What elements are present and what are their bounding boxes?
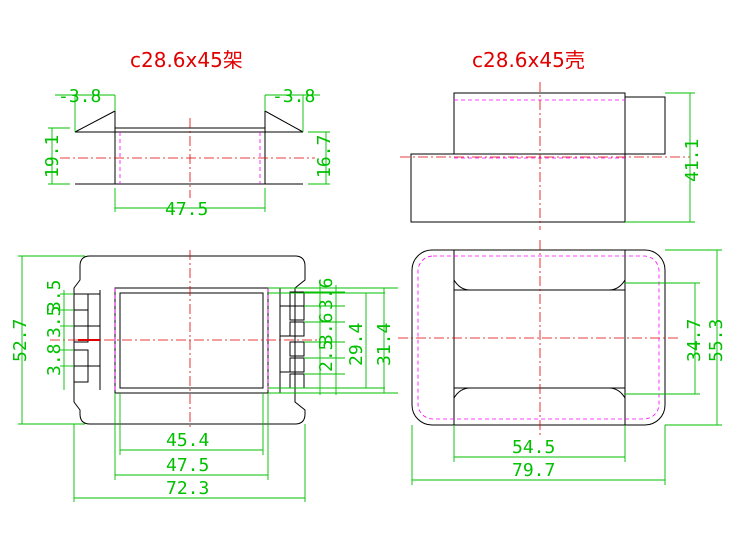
bobbin-side-width-label: 47.5 bbox=[165, 199, 208, 220]
bobbin-top-frame-width-label: 47.5 bbox=[166, 455, 209, 476]
bobbin-top-pin-pitch-c-label: 3.8 bbox=[44, 343, 65, 376]
shell-top-width-inner-label: 54.5 bbox=[512, 437, 555, 458]
shell-title: c28.6x45壳 bbox=[472, 48, 585, 72]
bobbin-side-view: -3.8 -3.8 19.1 16.7 47.5 bbox=[42, 86, 335, 220]
shell-top-width-total-label: 79.7 bbox=[512, 460, 555, 481]
shell-top-view: 34.7 55.3 54.5 79.7 bbox=[398, 240, 727, 485]
bobbin-side-flange-left-label: -3.8 bbox=[58, 86, 101, 107]
shell-side-height-label: 41.1 bbox=[682, 139, 703, 182]
bobbin-top-width-total-label: 72.3 bbox=[166, 478, 209, 499]
bobbin-top-pin-pitch-d-label: 3.6 bbox=[316, 277, 337, 310]
bobbin-top-pin-pitch-b-label: 3.5 bbox=[44, 305, 65, 338]
bobbin-top-pin-pitch-e-label: 3.6 bbox=[316, 312, 337, 345]
bobbin-top-view: 52.7 3.5 3.5 3.8 3.6 3.6 2.5 29.4 31.4 4… bbox=[10, 250, 398, 502]
shell-side-view: 41.1 bbox=[400, 82, 703, 230]
shell-top-height-total-label: 55.3 bbox=[706, 319, 727, 362]
shell-top-height-inner-label: 34.7 bbox=[684, 319, 705, 362]
bobbin-side-flange-right-label: -3.8 bbox=[272, 86, 315, 107]
bobbin-top-pin-pitch-a-label: 3.5 bbox=[44, 279, 65, 312]
bobbin-top-height-total-label: 52.7 bbox=[10, 319, 31, 362]
bobbin-side-height-inner-label: 16.7 bbox=[314, 135, 335, 178]
bobbin-title: c28.6x45架 bbox=[130, 48, 243, 72]
bobbin-top-window-width-label: 45.4 bbox=[166, 430, 209, 451]
bobbin-top-pin-pitch-f-label: 2.5 bbox=[316, 339, 337, 372]
bobbin-top-window-height-label: 29.4 bbox=[346, 323, 367, 366]
bobbin-top-frame-height-label: 31.4 bbox=[374, 323, 395, 366]
bobbin-side-height-total-label: 19.1 bbox=[42, 135, 63, 178]
